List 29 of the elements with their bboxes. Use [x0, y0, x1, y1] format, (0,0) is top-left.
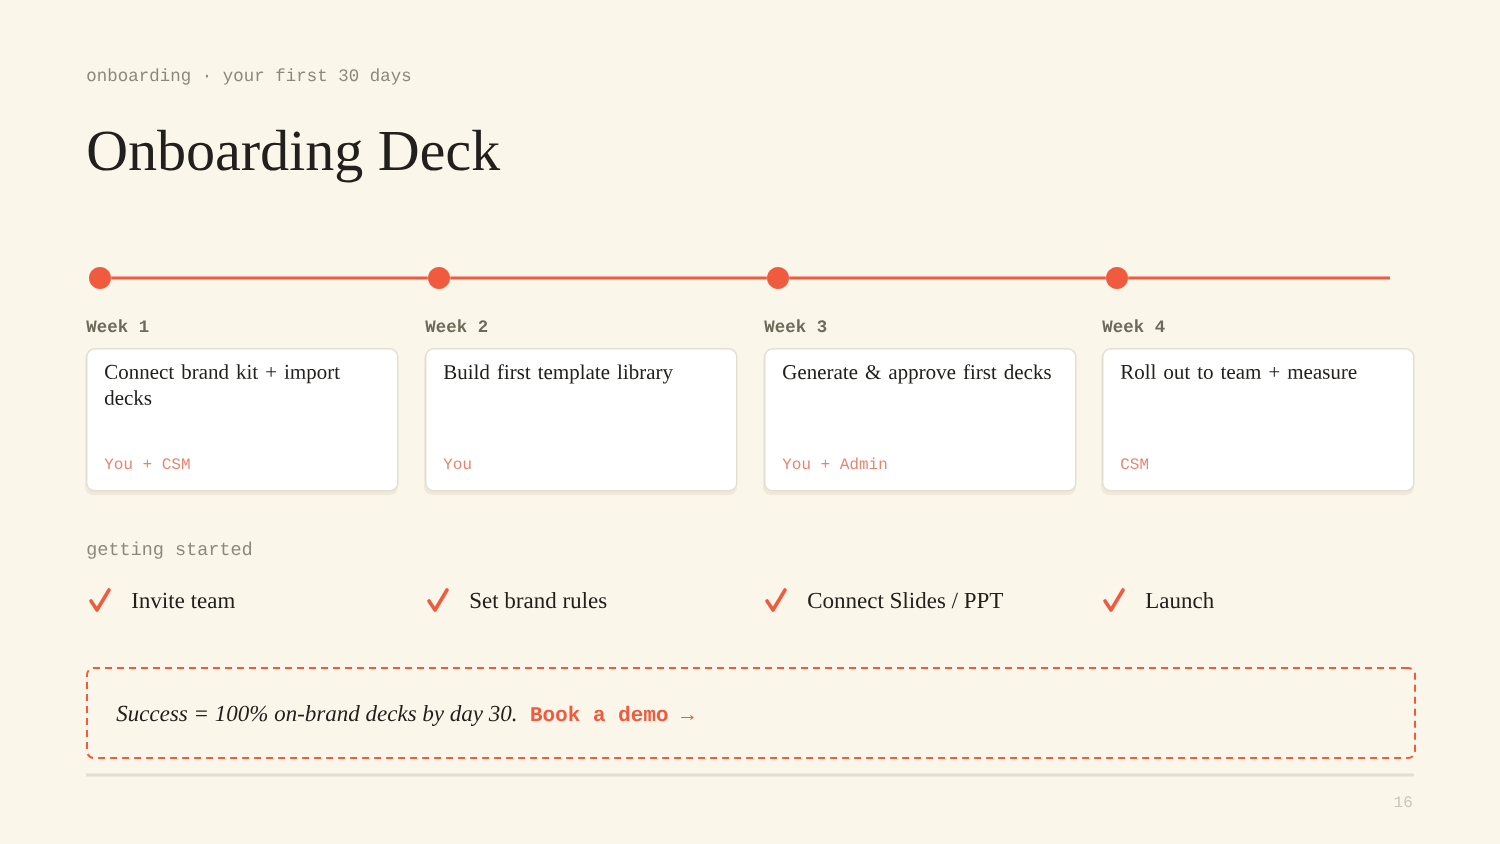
- timeline-line: [450, 276, 767, 280]
- week-label: Week 2: [425, 319, 488, 333]
- timeline-dot: [428, 267, 450, 289]
- owner-label: You + Admin: [782, 457, 887, 470]
- owner-label: You + CSM: [104, 458, 190, 470]
- week-label: Week 4: [1102, 319, 1165, 333]
- title: Onboarding Deck: [88, 129, 501, 183]
- success-note: Success = 100% on-brand decks by day 30.: [116, 705, 516, 726]
- task-title: Connect brand kit + import decks: [104, 364, 340, 405]
- checklist-item: Connect Slides / PPT: [808, 592, 1003, 609]
- checklist-item: Launch: [1145, 592, 1214, 609]
- task-title: Roll out to team + measure: [1120, 364, 1357, 379]
- task-title: Generate & approve first decks: [783, 364, 1051, 384]
- timeline-line: [789, 276, 1106, 280]
- subtitle: onboarding · your first 30 days: [87, 68, 411, 85]
- demo-link: Book a demo →: [531, 705, 694, 722]
- task-title: Build first template library: [443, 364, 673, 384]
- timeline-dot: [89, 267, 111, 289]
- owner-label: You: [443, 458, 471, 470]
- timeline-dot: [767, 267, 789, 289]
- timeline-line: [111, 276, 428, 280]
- week-label: Week 3: [764, 319, 827, 333]
- week-label: Week 1: [86, 319, 149, 333]
- owner-label: CSM: [1121, 458, 1148, 470]
- timeline-line: [1128, 276, 1390, 280]
- section-label: getting started: [87, 541, 252, 559]
- checklist-item: Invite team: [132, 592, 235, 609]
- timeline-dot: [1106, 267, 1128, 289]
- checklist-item: Set brand rules: [470, 592, 607, 609]
